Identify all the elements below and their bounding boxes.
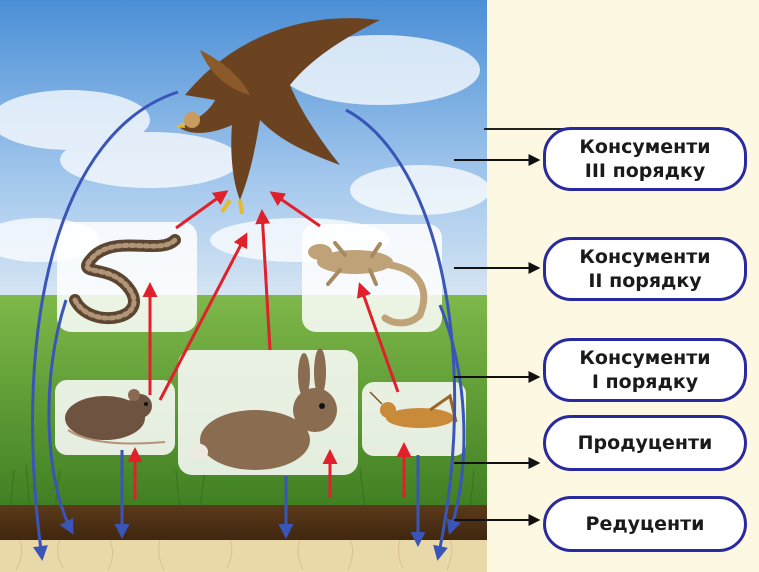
- red-mouse-to-eagle: [158, 232, 248, 401]
- rabbit: [192, 348, 337, 470]
- blue-arc-left-outer: [31, 90, 179, 561]
- label-producers-line1: Продуценти: [577, 432, 713, 454]
- label-consumers-3: Консументи III порядку: [543, 127, 747, 191]
- lizard: [308, 241, 428, 327]
- label-consumers-1-line1: Консументи: [579, 347, 711, 369]
- snake: [69, 234, 181, 325]
- eagle: [176, 18, 380, 215]
- blue-arc-right-inner: [438, 304, 466, 535]
- blue-arc-right-outer: [345, 108, 457, 561]
- red-grasshopper-to-lizard: [356, 282, 400, 393]
- red-rabbit-to-eagle: [255, 209, 272, 351]
- label-producers: Продуценти: [543, 415, 747, 471]
- label-consumers-2: Консументи II порядку: [543, 237, 747, 301]
- feeding-arrows: [127, 190, 412, 500]
- red-lizard-to-eagle: [269, 191, 321, 228]
- ecosystem-scene: [0, 0, 487, 572]
- label-consumers-1: Консументи I порядку: [543, 338, 747, 402]
- mouse: [65, 389, 166, 445]
- red-snake-to-eagle: [175, 190, 229, 230]
- label-consumers-3-line2: III порядку: [584, 160, 706, 182]
- label-decomposers: Редуценти: [543, 496, 747, 552]
- label-consumers-1-line2: I порядку: [591, 371, 699, 393]
- decomposition-arrows: [31, 90, 466, 561]
- soil-bottom: [0, 540, 487, 572]
- label-decomposers-line1: Редуценти: [585, 513, 705, 535]
- label-consumers-2-line1: Консументи: [579, 246, 711, 268]
- label-consumers-3-line1: Консументи: [579, 136, 711, 158]
- roots: [15, 539, 453, 571]
- soil-layer: [0, 505, 487, 545]
- label-consumers-2-line2: II порядку: [588, 270, 702, 292]
- blue-arc-left-inner: [47, 299, 74, 535]
- pointer-arrows: [454, 154, 541, 526]
